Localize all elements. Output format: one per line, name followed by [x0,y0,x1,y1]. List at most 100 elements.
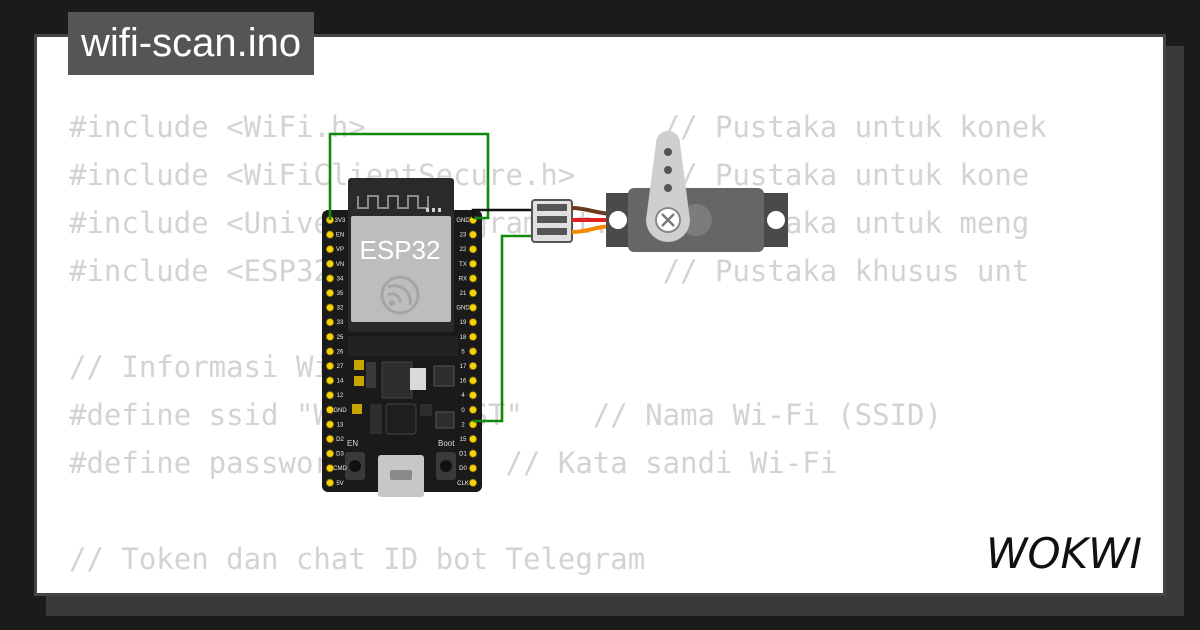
file-name-tab[interactable]: wifi-scan.ino [68,12,315,75]
header-pin-left-32[interactable] [325,303,334,312]
header-pin-left-5v[interactable] [325,478,334,487]
pin-label: D0 [459,466,467,472]
pin-label: D3 [336,452,344,458]
wires [328,132,535,423]
header-pin-right-d0[interactable] [468,464,477,473]
header-pin-left-13[interactable] [325,420,334,429]
usb-uart-chip [385,403,417,435]
code-line: // Token dan chat ID bot Telegram [69,542,646,576]
header-pin-left-cmd[interactable] [325,464,334,473]
en-button-label: EN [347,439,358,448]
smd-component [354,376,364,386]
code-line: #include <WiFi.h> // Pustaka untuk konek [69,110,1047,144]
header-pin-right-d1[interactable] [468,449,477,458]
pin-label: GND [333,408,347,414]
antenna-trace [357,195,429,209]
header-pin-left-en[interactable] [325,230,334,239]
wokwi-logo: WOKWI [986,529,1142,576]
left-pin-labels: 3V3ENVPVN343532332526271412GND13D2D3CMD5… [333,218,347,487]
pin-label: 0 [461,408,465,414]
header-pin-left-33[interactable] [325,318,334,327]
pin-label: VN [336,262,344,268]
pin-label: 5 [461,349,465,355]
header-pin-right-17[interactable] [468,361,477,370]
wokwi-logo-text: WOKWI [986,529,1142,576]
pin-label: RX [459,276,467,282]
right-pin-header [468,215,477,487]
header-pin-left-34[interactable] [325,274,334,283]
module-shield [351,216,451,322]
header-pin-right-23[interactable] [468,230,477,239]
header-pin-right-clk[interactable] [468,478,477,487]
header-pin-left-gnd[interactable] [325,405,334,414]
voltage-regulator [381,361,413,399]
header-pin-left-d2[interactable] [325,434,334,443]
pin-label: EN [336,233,344,239]
pin-label: 23 [460,233,467,239]
header-pin-left-vp[interactable] [325,245,334,254]
header-pin-left-14[interactable] [325,376,334,385]
wire-gnd-black[interactable] [471,208,535,218]
board-label: ESP32 [360,235,441,265]
pin-label: D1 [459,452,467,458]
wire-3v3-to-gnd[interactable] [328,132,490,220]
pin-label: TX [459,262,467,268]
pin-label: 27 [337,364,344,370]
smd-component [354,360,364,370]
pin-label: 21 [460,291,467,297]
pin-label: 32 [337,306,344,312]
header-pin-left-25[interactable] [325,332,334,341]
header-pin-right-15[interactable] [468,434,477,443]
code-line: #define password "" // Kata sandi Wi-Fi [69,446,838,480]
header-pin-right-tx[interactable] [468,259,477,268]
pin-label: 4 [461,393,465,399]
pin-label: 13 [337,422,344,428]
header-pin-left-12[interactable] [325,391,334,400]
pin-label: 18 [460,335,467,341]
header-pin-right-21[interactable] [468,288,477,297]
pin-label: 19 [460,320,467,326]
header-pin-left-vn[interactable] [325,259,334,268]
esp32-board[interactable]: ESP32 EN Boot 3V3ENVPVN34353233252627141… [322,178,482,497]
header-pin-left-27[interactable] [325,361,334,370]
pin-label: 35 [337,291,344,297]
boot-button-label: Boot [438,439,455,448]
header-pin-left-26[interactable] [325,347,334,356]
header-pin-right-0[interactable] [468,405,477,414]
header-pin-right-18[interactable] [468,332,477,341]
pin-label: 12 [337,393,344,399]
pin-label: GND [456,218,470,224]
header-pin-left-35[interactable] [325,288,334,297]
header-pin-right-19[interactable] [468,318,477,327]
pin-label: 33 [337,320,344,326]
pin-label: 26 [337,349,344,355]
pin-label: 17 [460,364,467,370]
header-pin-right-16[interactable] [468,376,477,385]
pin-label: 14 [337,379,344,385]
pin-label: GND [456,306,470,312]
pin-label: 16 [460,379,467,385]
pin-label: 34 [337,276,344,282]
header-pin-right-22[interactable] [468,245,477,254]
pin-label: 3V3 [335,218,346,224]
code-line: #define BOTtoken "7346164955:AAE_9l07_fb… [69,583,1047,593]
preview-card: #include <WiFi.h> // Pustaka untuk konek… [34,34,1166,596]
horn-screw-icon [661,213,675,227]
header-pin-right-rx[interactable] [468,274,477,283]
pin-label: D2 [336,437,344,443]
wire-signal-green[interactable] [473,234,535,423]
pin-label: 15 [460,437,467,443]
pin-label: 2 [461,422,465,428]
pin-label: 25 [337,335,344,341]
header-pin-left-d3[interactable] [325,449,334,458]
espressif-logo-icon [380,275,420,315]
servo-motor[interactable] [531,131,788,252]
header-pin-right-5[interactable] [468,347,477,356]
smd-component [352,404,362,414]
header-pin-right-4[interactable] [468,391,477,400]
header-pin-right-gnd[interactable] [468,303,477,312]
pin-label: 22 [460,247,467,253]
pin-label: 5V [336,481,343,487]
